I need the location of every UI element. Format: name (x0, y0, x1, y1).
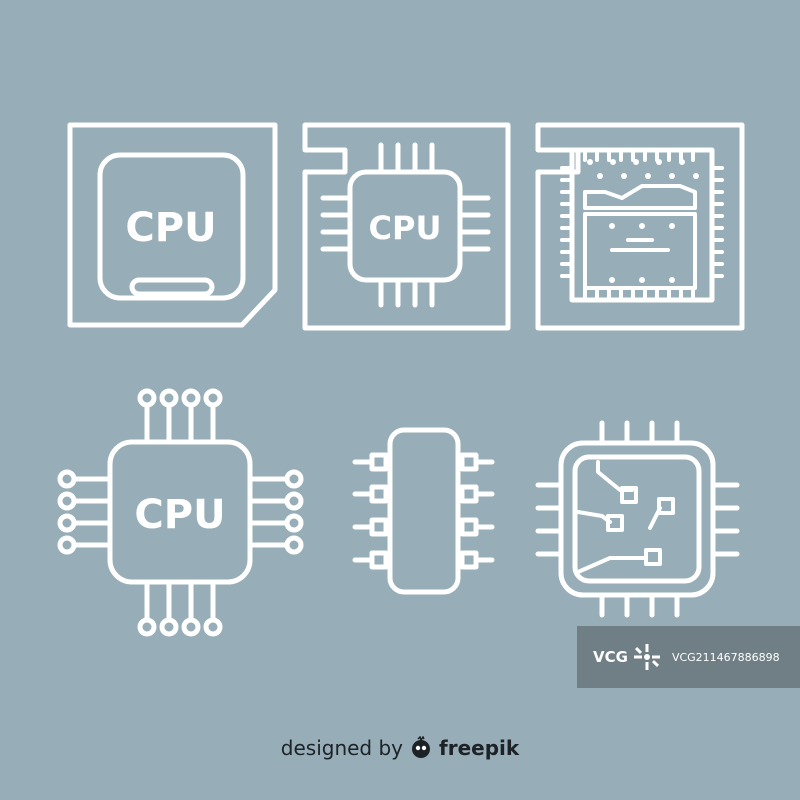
pin-terminal (203, 388, 223, 408)
die-dot (669, 277, 675, 283)
pin-pad (369, 517, 389, 537)
credit-prefix: designed by (280, 736, 404, 760)
pin-terminal (284, 513, 304, 533)
cpu-label: CPU (134, 492, 225, 538)
die-dot (639, 223, 645, 229)
die-dot (597, 173, 603, 179)
pin-pad (369, 484, 389, 504)
die-dot (621, 173, 627, 179)
die-dot (645, 173, 651, 179)
die-dot (639, 277, 645, 283)
die-dot (633, 159, 639, 165)
watermark-logo-text: VCG (593, 648, 628, 666)
die-dot (656, 159, 662, 165)
pin-terminal (284, 469, 304, 489)
pin-pad (369, 452, 389, 472)
freepik-logo-icon (412, 736, 431, 758)
cpu-terminals-icon: CPU (57, 388, 304, 637)
die-dot (669, 223, 675, 229)
die-dot (669, 173, 675, 179)
freepik-credit: designed by freepik (0, 736, 800, 760)
die-dot (609, 277, 615, 283)
pin-pad (369, 550, 389, 570)
pin-terminal (181, 617, 201, 637)
pin-terminal (284, 491, 304, 511)
pin-terminal (57, 513, 77, 533)
pin-terminal (181, 388, 201, 408)
watermark-banner: VCG VCG211467886898 (577, 626, 800, 688)
cpu-label: CPU (125, 205, 216, 251)
circuit-chip-icon (535, 420, 740, 618)
cpu-chip-board-icon: CPU (302, 122, 511, 331)
pin-terminal (137, 617, 157, 637)
watermark-id: VCG211467886898 (671, 650, 780, 664)
die-dot (693, 173, 699, 179)
pin-terminal (159, 388, 179, 408)
credit-brand: freepik (439, 736, 520, 760)
pin-terminal (203, 617, 223, 637)
die-dot (609, 223, 615, 229)
ic-chip-icon (352, 427, 495, 595)
pin-terminal (137, 388, 157, 408)
die-dot (587, 159, 593, 165)
watermark-burst-icon (633, 644, 660, 670)
pin-terminal (57, 469, 77, 489)
die-dot (610, 159, 616, 165)
pin-terminal (57, 491, 77, 511)
pin-terminal (57, 535, 77, 555)
cpu-socket-icon: CPU (67, 122, 278, 328)
processor-die-icon (535, 122, 745, 331)
pin-terminal (159, 617, 179, 637)
die-dot (679, 159, 685, 165)
pin-terminal (284, 535, 304, 555)
cpu-label: CPU (369, 209, 442, 247)
